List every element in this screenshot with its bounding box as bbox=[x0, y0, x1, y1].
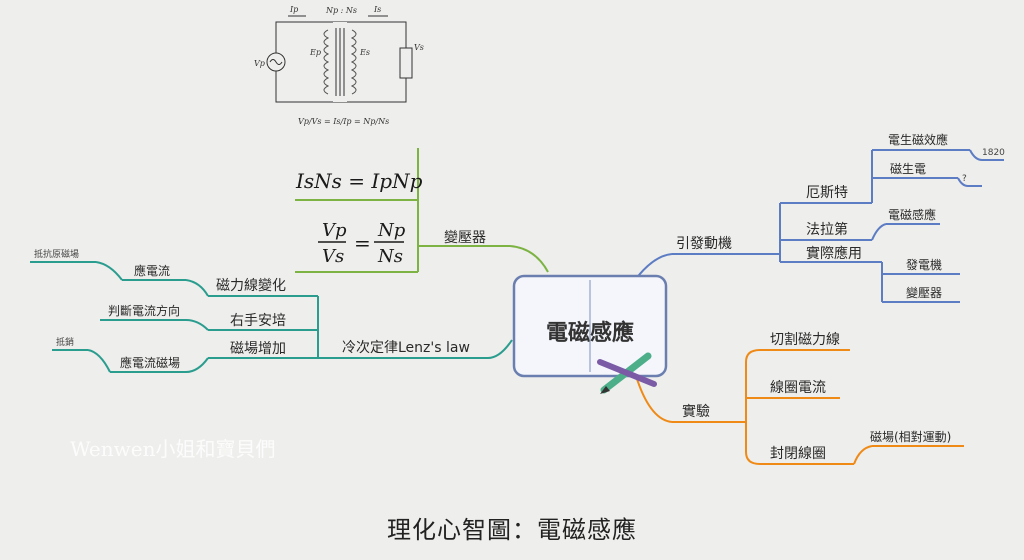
lenz-branch-lines bbox=[30, 261, 513, 373]
leaf-relative-motion: 磁場(相對運動) bbox=[870, 429, 951, 444]
leaf-cancel: 抵銷 bbox=[56, 336, 74, 348]
node-current-direction: 判斷電流方向 bbox=[108, 303, 180, 318]
node-faraday: 法拉第 bbox=[806, 221, 848, 238]
circuit-equation: Vp/Vs = Is/Ip = Np/Ns bbox=[298, 117, 389, 126]
node-generator: 引發動機 bbox=[676, 236, 732, 252]
node-electricity-to-magnetism: 電生磁效應 bbox=[888, 132, 948, 147]
node-induced-field: 應電流磁場 bbox=[120, 355, 180, 370]
circuit-es: Es bbox=[359, 48, 370, 57]
node-induced-current: 應電流 bbox=[134, 263, 170, 278]
circuit-ip: Ip bbox=[289, 5, 298, 14]
transformer-circuit bbox=[266, 15, 413, 103]
node-cut-field-lines: 切割磁力線 bbox=[770, 331, 840, 348]
formula-ns: Ns bbox=[377, 246, 403, 267]
caption-title: 理化心智圖：電磁感應 bbox=[387, 516, 637, 544]
node-transformer-app: 變壓器 bbox=[906, 285, 942, 300]
node-transformer: 變壓器 bbox=[444, 230, 486, 246]
leaf-1820: 1820 bbox=[982, 148, 1005, 158]
node-closed-coil: 封閉線圈 bbox=[770, 446, 826, 462]
watermark: Wenwen小姐和寶貝們 bbox=[70, 437, 275, 461]
circuit-ratio: Np : Ns bbox=[325, 6, 357, 15]
center-node: 電磁感應 bbox=[512, 274, 668, 378]
formula-np: Np bbox=[377, 220, 406, 241]
formula-equals: = bbox=[354, 231, 371, 255]
node-magnetism-to-electricity: 磁生電 bbox=[890, 161, 926, 176]
formula-vp: Vp bbox=[322, 220, 347, 241]
circuit-is: Is bbox=[373, 5, 381, 14]
leaf-question: ? bbox=[962, 174, 967, 184]
node-dynamo: 發電機 bbox=[906, 257, 942, 272]
experiment-branch-lines bbox=[635, 349, 964, 465]
node-field-line-change: 磁力線變化 bbox=[216, 278, 286, 294]
formula-vs: Vs bbox=[322, 246, 344, 267]
circuit-vp: Vp bbox=[254, 59, 265, 68]
pencil-pen-icon bbox=[597, 352, 657, 394]
center-title: 電磁感應 bbox=[546, 320, 634, 346]
leaf-resist-original-field: 抵抗原磁場 bbox=[34, 248, 79, 260]
formula-current-turns: IsNs = IpNp bbox=[295, 169, 423, 193]
node-application: 實際應用 bbox=[806, 245, 862, 262]
node-right-hand-rule: 右手安培 bbox=[230, 313, 286, 329]
node-coil-current: 線圈電流 bbox=[770, 380, 826, 396]
node-em-induction: 電磁感應 bbox=[888, 207, 936, 222]
node-oersted: 厄斯特 bbox=[806, 185, 848, 201]
circuit-vs: Vs bbox=[414, 43, 424, 52]
transformer-branch-lines bbox=[295, 148, 549, 273]
circuit-ep: Ep bbox=[309, 48, 321, 57]
node-experiment: 實驗 bbox=[682, 403, 710, 420]
node-lenz-law: 冷次定律Lenz's law bbox=[342, 340, 470, 356]
node-field-increase: 磁場增加 bbox=[230, 341, 286, 357]
